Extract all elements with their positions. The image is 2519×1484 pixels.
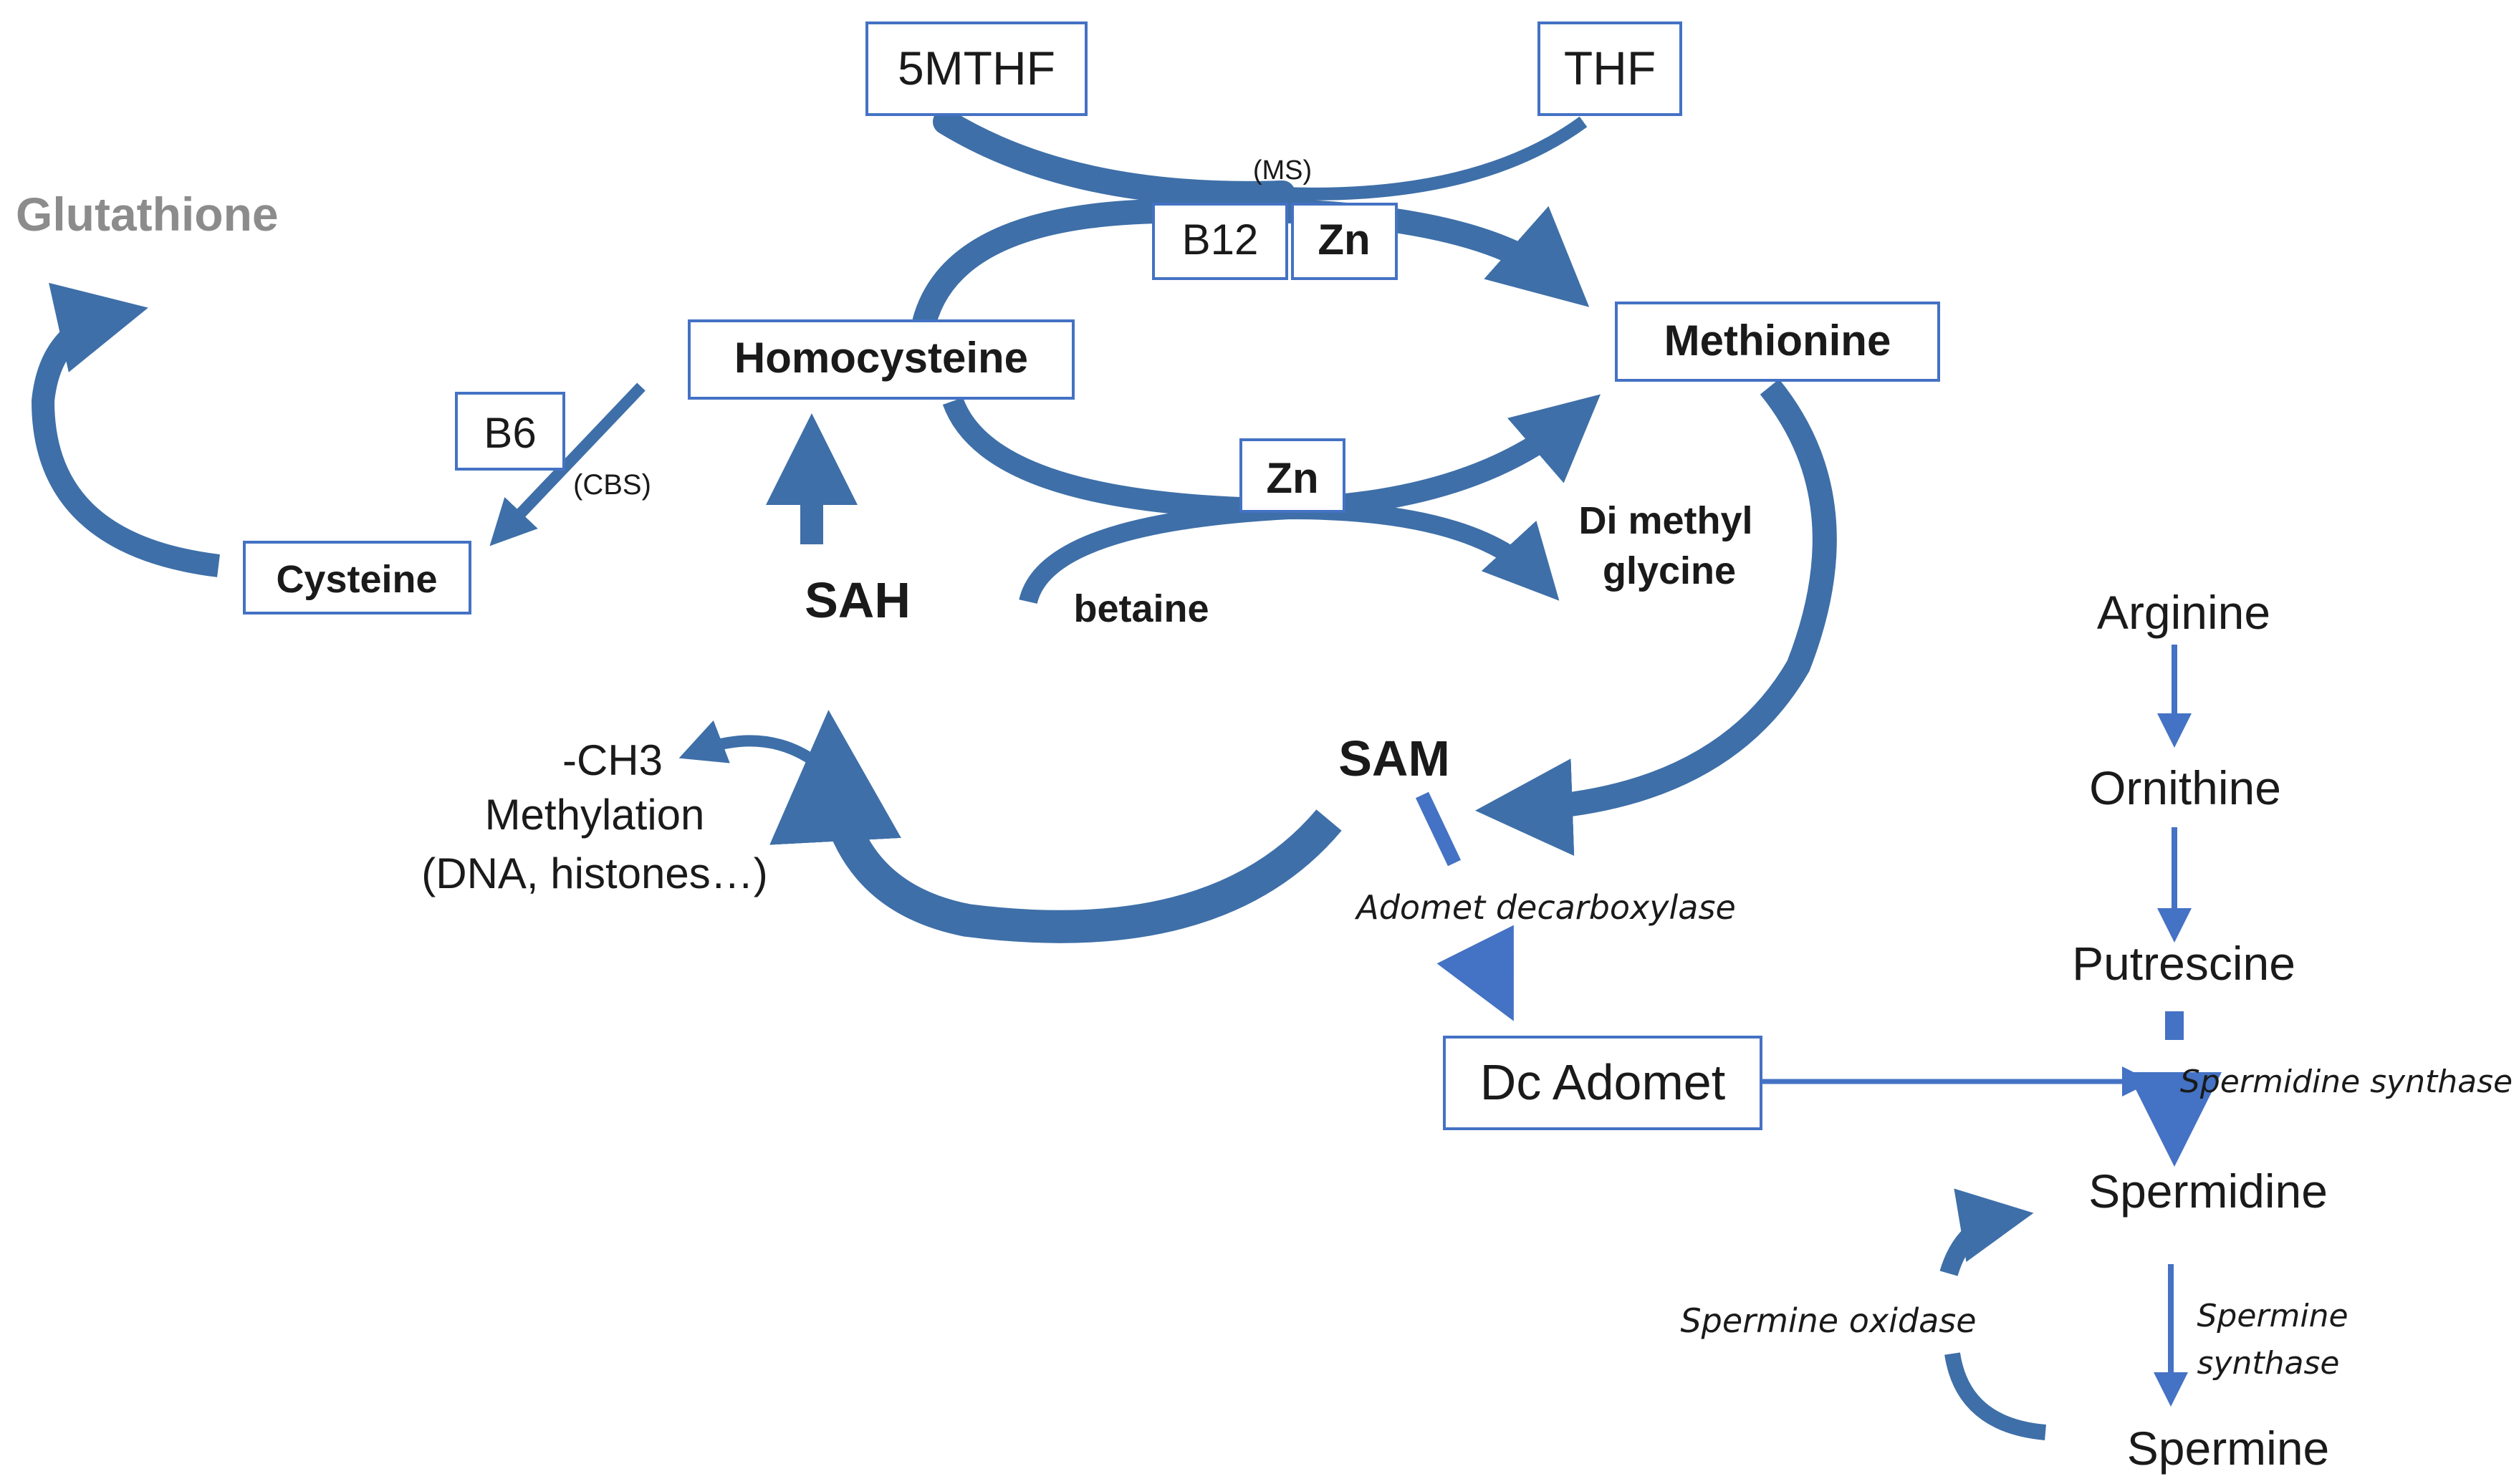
dc-adomet-box	[1443, 1036, 1762, 1130]
zn-mid-box	[1239, 438, 1345, 513]
arrow-5mthf-to-ms	[933, 109, 1295, 207]
cysteine-label: Cysteine	[276, 558, 437, 601]
mthf-box	[865, 21, 1088, 116]
adomet-decarboxylase-label: Adomet decarboxylase	[1354, 888, 1736, 927]
b6-box	[455, 392, 565, 471]
arrow-adomet-decarboxylase-to-dc-adomet	[1436, 925, 1514, 1021]
methylation-targets-label: (DNA, histones…)	[421, 849, 767, 897]
homocysteine-box	[688, 319, 1075, 400]
arrow-homocysteine-to-cysteine	[489, 382, 646, 546]
arrow-methyl-donation	[678, 720, 854, 799]
cysteine-box	[243, 541, 471, 615]
betaine-label: betaine	[1073, 587, 1209, 630]
spermine-synthase-label-1: Spermine	[2197, 1298, 2348, 1334]
glutathione-label: Glutathione	[16, 188, 279, 241]
spermidine-label: Spermidine	[2088, 1165, 2328, 1218]
thf-label: THF	[1564, 42, 1656, 95]
arrow-spermine-oxidase-to-spermidine	[1939, 1188, 2034, 1276]
sah-label: SAH	[805, 572, 911, 628]
mthf-label: 5MTHF	[898, 42, 1055, 95]
arrow-methionine-to-sam	[1475, 379, 1837, 857]
b6-label: B6	[484, 409, 536, 457]
b12-label: B12	[1182, 216, 1259, 264]
dimethyl-label-1: Di methyl	[1578, 499, 1752, 542]
cbs-label: (CBS)	[573, 469, 651, 501]
spermine-oxidase-label: Spermine oxidase	[1680, 1301, 1976, 1340]
sam-label: SAM	[1338, 731, 1450, 786]
ornithine-label: Ornithine	[2089, 761, 2281, 814]
dc-adomet-label: Dc Adomet	[1480, 1054, 1725, 1110]
dimethyl-label-2: glycine	[1603, 549, 1736, 592]
methylation-label: Methylation	[485, 791, 705, 839]
b12-box	[1152, 203, 1288, 280]
homocysteine-label: Homocysteine	[734, 334, 1028, 382]
arrow-ms-to-thf	[1282, 116, 1588, 201]
arrow-sam-to-sah	[769, 710, 1342, 943]
spermine-synthase-label-2: synthase	[2197, 1345, 2340, 1382]
putrescine-label: Putrescine	[2072, 937, 2295, 990]
methionine-label: Methionine	[1664, 317, 1891, 365]
zn-mid-label: Zn	[1266, 454, 1318, 502]
spermine-label: Spermine	[2127, 1422, 2329, 1475]
thf-box	[1537, 21, 1682, 116]
spermidine-synthase-label: Spermidine synthase	[2180, 1064, 2513, 1100]
zn-top-box	[1291, 203, 1398, 280]
arrow-cysteine-to-glutathione	[31, 282, 220, 577]
methionine-box	[1615, 302, 1940, 382]
ch3-label: -CH3	[562, 736, 663, 784]
arrow-sam-to-dc-adomet	[1415, 791, 1462, 867]
ms-label: (MS)	[1253, 155, 1312, 186]
arginine-label: Arginine	[2097, 586, 2270, 639]
zn-top-label: Zn	[1318, 216, 1370, 264]
arrow-spermine-to-spermine-oxidase	[1944, 1352, 2047, 1440]
